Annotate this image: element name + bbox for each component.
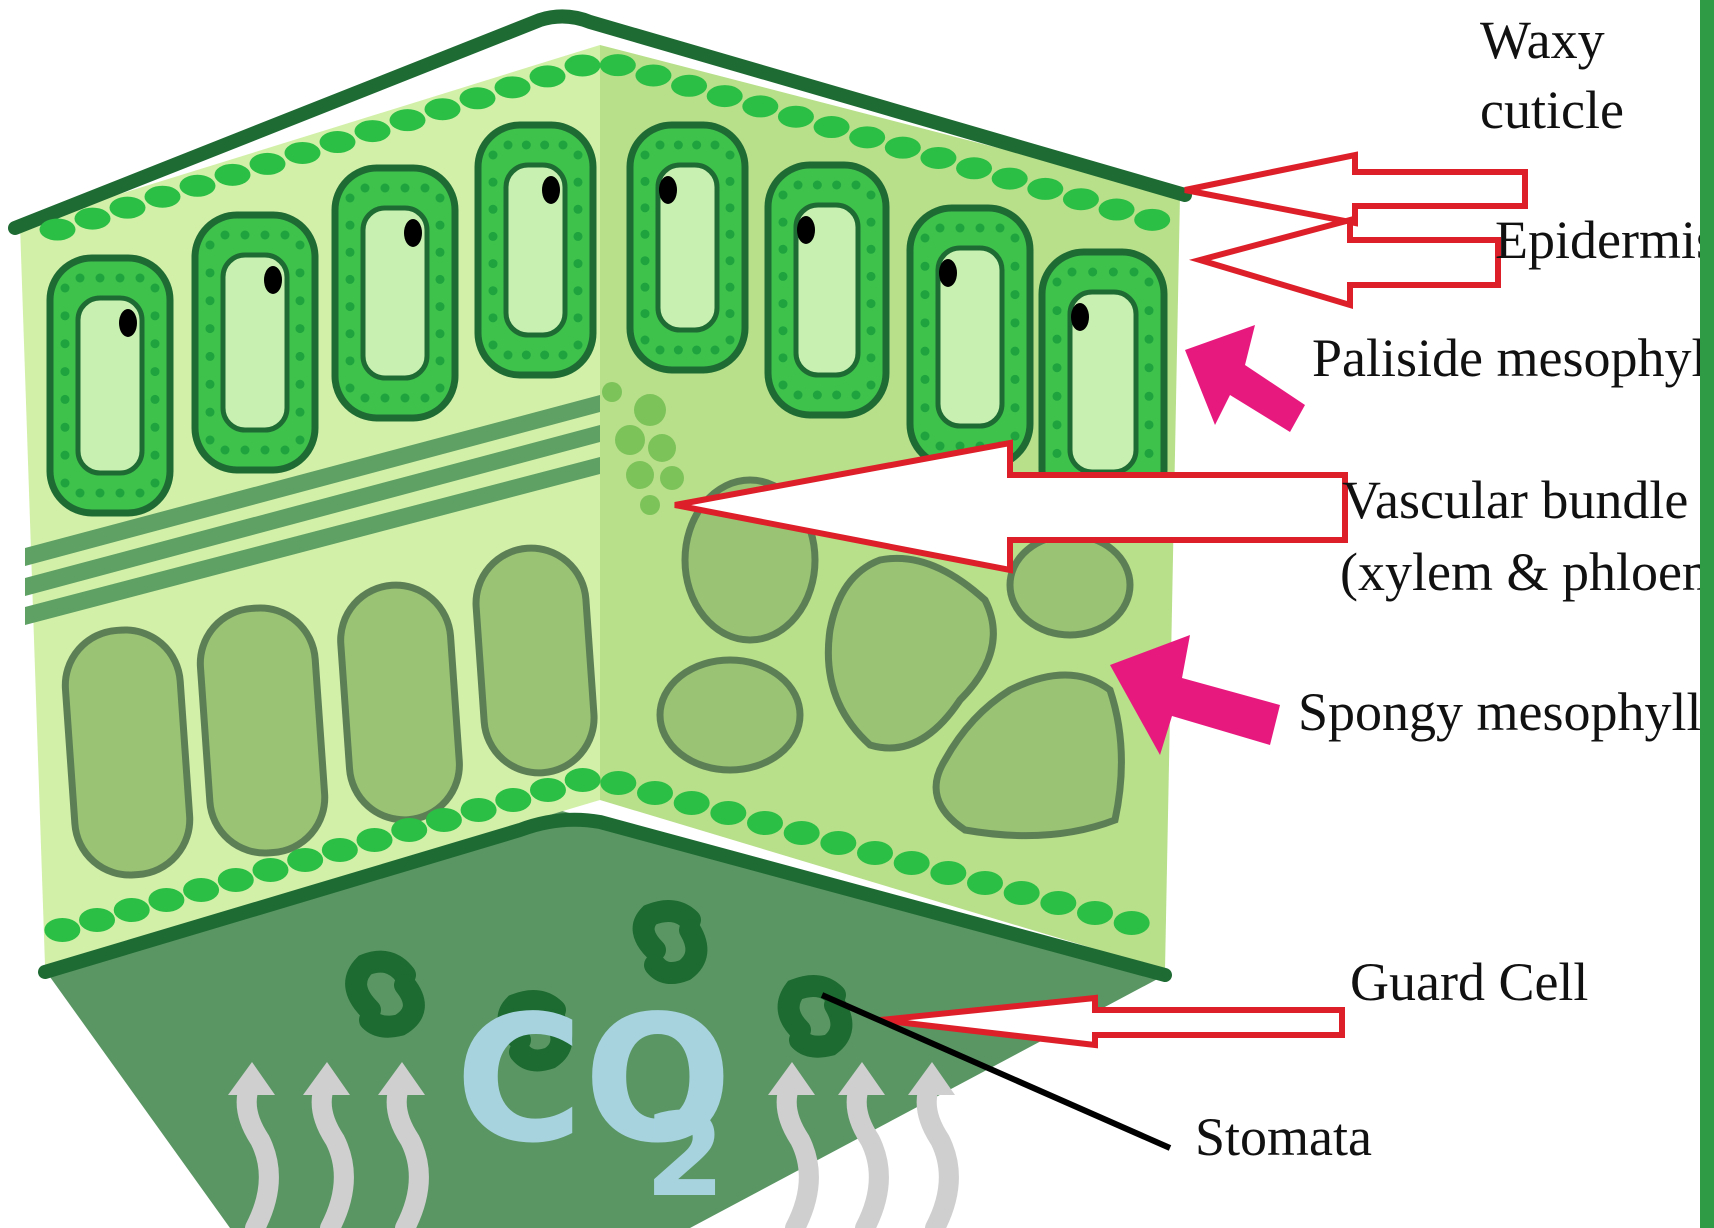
epidermis-cell-dot	[1114, 911, 1150, 935]
epidermis-cell-dot	[40, 219, 76, 241]
epidermis-cell-dot	[635, 64, 671, 86]
epidermis-cell-dot	[674, 791, 710, 815]
epidermis-cell-dot	[600, 54, 636, 76]
epidermis-cell-dot	[1004, 881, 1040, 905]
epidermis-cell-dot	[956, 157, 992, 179]
epidermis-cell-dot	[920, 147, 956, 169]
epidermis-cell-dot	[44, 918, 80, 942]
epidermis-cell-dot	[530, 65, 566, 87]
epidermis-cell-dot	[322, 838, 358, 862]
epidermis-cell-dot	[894, 851, 930, 875]
epidermis-cell-dot	[285, 142, 321, 164]
epidermis-cell-dot	[79, 908, 115, 932]
epidermis-cell-dot	[287, 848, 323, 872]
palisade-cell	[630, 125, 745, 370]
nucleus	[264, 266, 282, 294]
epidermis-cell-dot	[145, 186, 181, 208]
label-guard-cell: Guard Cell	[1350, 952, 1588, 1012]
epidermis-cell-dot	[1134, 209, 1170, 231]
label-stomata: Stomata	[1195, 1107, 1372, 1167]
epidermis-cell-dot	[1027, 178, 1063, 200]
co2-subscript: 2	[645, 1089, 725, 1223]
epidermis-cell-dot	[530, 778, 566, 802]
label-vascular-bundle-line1: Vascular bundle	[1342, 470, 1688, 530]
epidermis-cell-dot	[820, 831, 856, 855]
epidermis-cell-dot	[1099, 199, 1135, 221]
epidermis-cell-dot	[1040, 891, 1076, 915]
epidermis-cell-dot	[215, 164, 251, 186]
epidermis-cell-dot	[849, 126, 885, 148]
epidermis-cell-dot	[148, 888, 184, 912]
epidermis-cell-dot	[320, 131, 356, 153]
epidermis-cell-dot	[218, 868, 254, 892]
nucleus	[404, 219, 422, 247]
label-palisade-mesophyll: Paliside mesophyll	[1312, 328, 1714, 388]
epidermis-cell-dot	[495, 788, 531, 812]
epidermis-cell-dot	[357, 828, 393, 852]
nucleus	[1071, 303, 1089, 331]
epidermis-cell-dot	[885, 137, 921, 159]
palisade-cell	[335, 168, 455, 418]
epidermis-cell-dot	[75, 208, 111, 230]
epidermis-cell-dot	[355, 120, 391, 142]
nucleus	[659, 176, 677, 204]
epidermis-cell-dot	[784, 821, 820, 845]
epidermis-cell-dot	[742, 95, 778, 117]
epidermis-cell-dot	[114, 898, 150, 922]
palisade-cell	[910, 208, 1030, 466]
epidermis-cell-dot	[495, 76, 531, 98]
epidermis-cell-dot	[857, 841, 893, 865]
arrow-palisade	[1185, 325, 1305, 432]
epidermis-cell-dot	[252, 858, 288, 882]
epidermis-cell-dot	[250, 153, 286, 175]
epidermis-cell-dot	[707, 85, 743, 107]
epidermis-cell-dot	[930, 861, 966, 885]
palisade-cell	[478, 125, 593, 375]
arrow-waxy-cuticle	[1185, 155, 1525, 223]
epidermis-cell-dot	[460, 87, 496, 109]
label-spongy-mesophyll: Spongy mesophyll	[1298, 682, 1702, 742]
epidermis-cell-dot	[110, 197, 146, 219]
epidermis-cell-dot	[1063, 188, 1099, 210]
palisade-cell	[195, 215, 315, 470]
epidermis-cell-dot	[565, 54, 601, 76]
epidermis-cell-dot	[600, 771, 636, 795]
palisade-cell	[50, 258, 170, 513]
nucleus	[119, 309, 137, 337]
arrow-epidermis	[1200, 220, 1498, 305]
epidermis-cell-dot	[1077, 901, 1113, 925]
epidermis-cell-dot	[637, 781, 673, 805]
nucleus	[797, 216, 815, 244]
epidermis-cell-dot	[180, 175, 216, 197]
nucleus	[939, 259, 957, 287]
epidermis-cell-dot	[426, 808, 462, 832]
label-waxy-cuticle-line2: cuticle	[1480, 80, 1624, 140]
epidermis-cell-dot	[671, 75, 707, 97]
epidermis-cell-dot	[814, 116, 850, 138]
right-edge-bar	[1700, 0, 1714, 1228]
epidermis-cell-dot	[992, 168, 1028, 190]
palisade-cell	[768, 165, 886, 415]
epidermis-cell-dot	[183, 878, 219, 902]
epidermis-cell-dot	[778, 106, 814, 128]
epidermis-cell-dot	[710, 801, 746, 825]
epidermis-cell-dot	[565, 768, 601, 792]
label-waxy-cuticle-line1: Waxy	[1480, 10, 1605, 70]
epidermis-cell-dot	[747, 811, 783, 835]
label-epidermis: Epidermis	[1495, 210, 1714, 270]
epidermis-cell-dot	[967, 871, 1003, 895]
epidermis-cell-dot	[391, 818, 427, 842]
epidermis-cell-dot	[425, 98, 461, 120]
epidermis-cell-dot	[390, 109, 426, 131]
nucleus	[542, 176, 560, 204]
epidermis-cell-dot	[461, 798, 497, 822]
label-vascular-bundle-line2: (xylem & phloem)	[1340, 542, 1714, 602]
